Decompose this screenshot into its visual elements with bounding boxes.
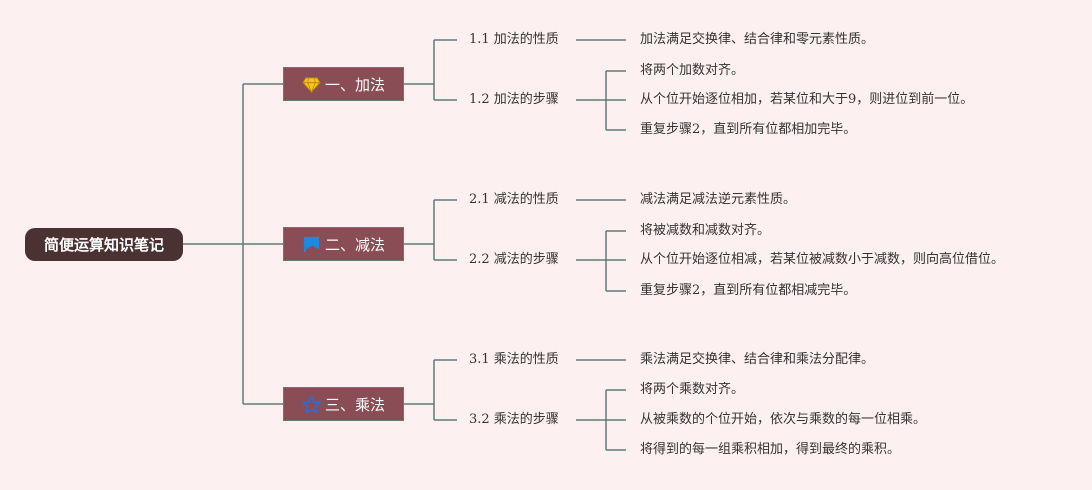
subtopic-2-2[interactable]: 2.2 减法的步骤 xyxy=(469,252,559,267)
note-1-1-1[interactable]: 加法满足交换律、结合律和零元素性质。 xyxy=(640,32,875,47)
note-3-2-3[interactable]: 将得到的每一组乘积相加，得到最终的乘积。 xyxy=(640,442,901,457)
branch-node-multiplication[interactable]: 三、乘法 xyxy=(283,387,404,421)
subtopic-3-2[interactable]: 3.2 乘法的步骤 xyxy=(469,412,559,427)
connector-branch-2 xyxy=(404,199,457,261)
note-3-1-1[interactable]: 乘法满足交换律、结合律和乘法分配律。 xyxy=(640,352,875,367)
note-2-2-3[interactable]: 重复步骤2，直到所有位都相减完毕。 xyxy=(640,283,857,298)
subtopic-1-2[interactable]: 1.2 加法的步骤 xyxy=(469,92,559,107)
branch-label: 一、加法 xyxy=(324,75,385,94)
note-3-2-2[interactable]: 从被乘数的个位开始，依次与乘数的每一位相乘。 xyxy=(640,412,927,427)
connector-sub-2-2 xyxy=(576,230,626,292)
branch-label: 三、乘法 xyxy=(324,395,385,414)
note-3-2-1[interactable]: 将两个乘数对齐。 xyxy=(640,382,745,397)
branch-label: 二、减法 xyxy=(324,235,385,254)
flag-icon xyxy=(302,235,321,254)
star-icon xyxy=(302,395,321,414)
note-1-2-3[interactable]: 重复步骤2，直到所有位都相加完毕。 xyxy=(640,122,857,137)
connector-branch-3 xyxy=(404,359,457,421)
root-node[interactable]: 简便运算知识笔记 xyxy=(25,228,183,261)
connector-root-trunk xyxy=(183,83,283,405)
connector-sub-3-2 xyxy=(576,389,626,451)
subtopic-3-1[interactable]: 3.1 乘法的性质 xyxy=(469,352,559,367)
branch-node-addition[interactable]: 一、加法 xyxy=(283,67,404,101)
root-label: 简便运算知识笔记 xyxy=(43,236,164,254)
subtopic-2-1[interactable]: 2.1 减法的性质 xyxy=(469,192,559,207)
note-2-1-1[interactable]: 减法满足减法逆元素性质。 xyxy=(640,192,797,207)
branch-node-subtraction[interactable]: 二、减法 xyxy=(283,227,404,261)
diamond-icon xyxy=(302,75,321,94)
note-1-2-1[interactable]: 将两个加数对齐。 xyxy=(640,63,745,78)
note-2-2-1[interactable]: 将被减数和减数对齐。 xyxy=(640,223,771,238)
note-1-2-2[interactable]: 从个位开始逐位相加，若某位和大于9，则进位到前一位。 xyxy=(640,92,974,107)
connector-sub-1-2 xyxy=(576,70,626,131)
note-2-2-2[interactable]: 从个位开始逐位相减，若某位被减数小于减数，则向高位借位。 xyxy=(640,252,1005,267)
subtopic-1-1[interactable]: 1.1 加法的性质 xyxy=(469,32,559,47)
connector-branch-1 xyxy=(404,39,457,101)
